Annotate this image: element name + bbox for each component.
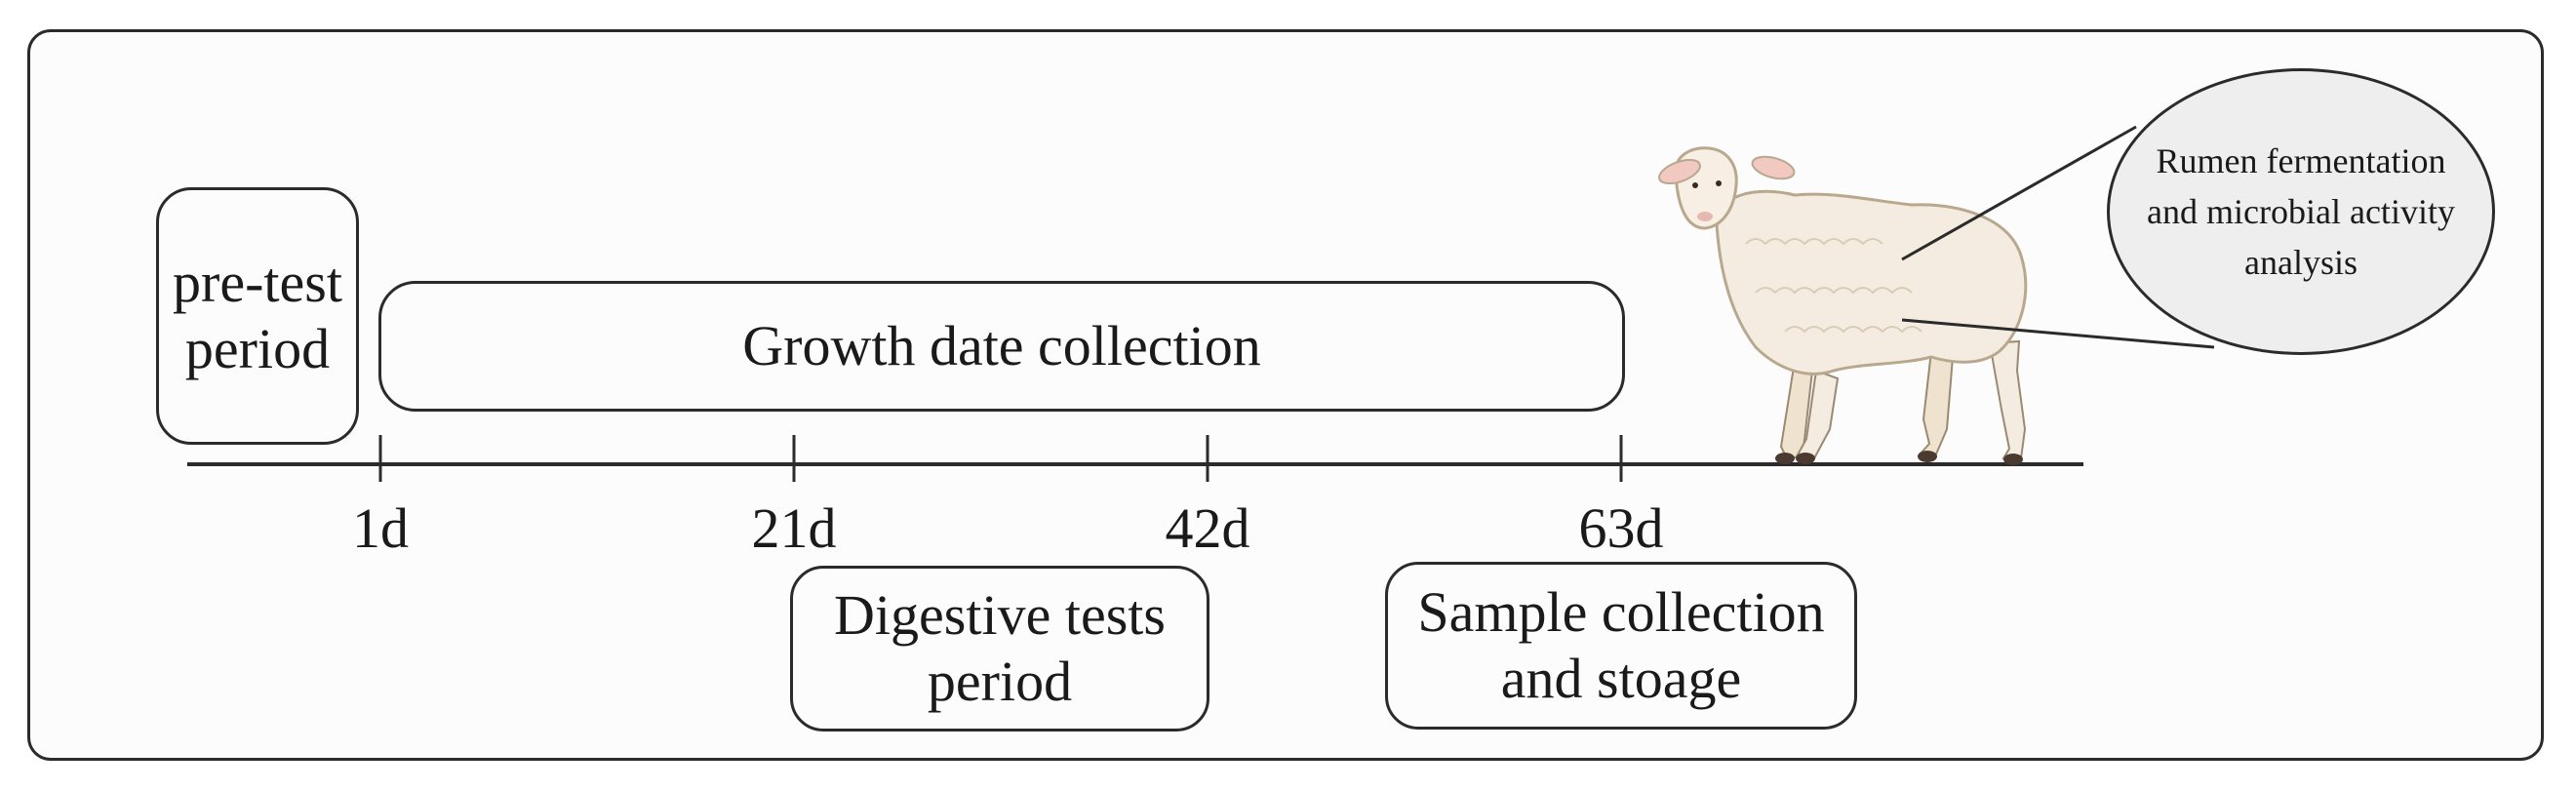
tick-label-42d: 42d bbox=[1165, 496, 1250, 560]
tick-label-1d: 1d bbox=[352, 496, 409, 560]
callout-line-lower bbox=[1901, 318, 2215, 349]
tick-label-21d: 21d bbox=[751, 496, 837, 560]
digestive-tests-box: Digestive tests period bbox=[790, 566, 1209, 732]
sample-collection-box: Sample collection and stoage bbox=[1385, 562, 1857, 730]
callout-line-upper bbox=[1901, 125, 2137, 261]
analysis-callout-bubble: Rumen fermentation and microbial activit… bbox=[2107, 68, 2495, 355]
pretest-period-box: pre-test period bbox=[156, 187, 359, 445]
sheep-icon bbox=[1658, 146, 2028, 465]
tick-label-63d: 63d bbox=[1578, 496, 1664, 560]
growth-collection-box: Growth date collection bbox=[378, 281, 1625, 412]
